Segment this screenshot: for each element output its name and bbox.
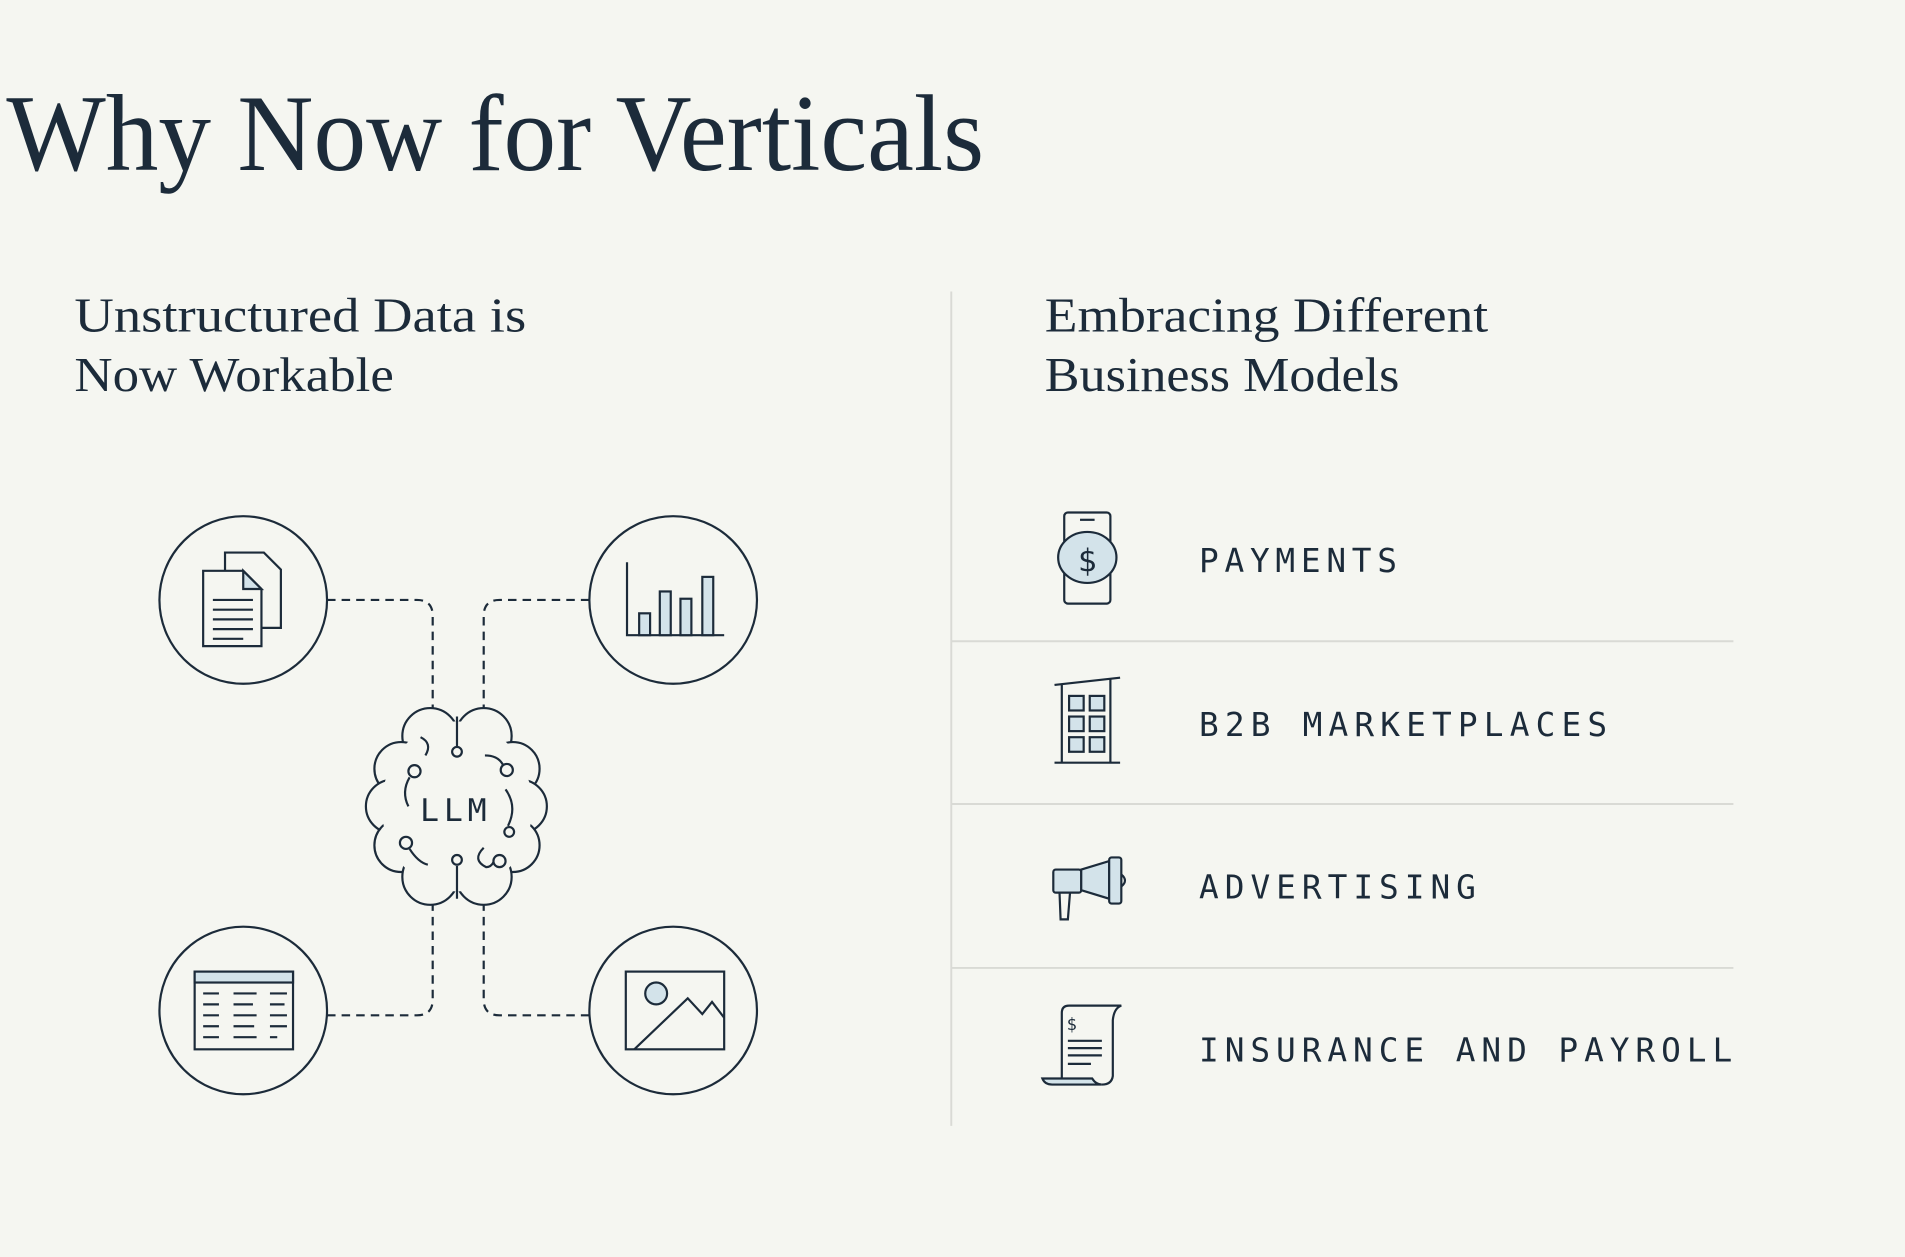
list-item-advertising: ADVERTISING bbox=[1052, 856, 1476, 921]
connectors bbox=[327, 598, 590, 1017]
page-title: Why Now for Verticals bbox=[6, 73, 984, 194]
llm-label: LLM bbox=[420, 793, 492, 829]
node-image bbox=[588, 925, 759, 1096]
business-model-list: $ PAYMENTS B2B MARKETPLACES bbox=[951, 511, 1734, 1086]
svg-text:$: $ bbox=[1078, 543, 1097, 579]
list-item-label: ADVERTISING bbox=[1199, 869, 1476, 907]
left-heading-line2: Now Workable bbox=[74, 348, 393, 402]
megaphone-icon bbox=[1052, 856, 1127, 921]
image-icon bbox=[624, 970, 726, 1051]
list-item-label: INSURANCE AND PAYROLL bbox=[1199, 1031, 1732, 1069]
node-table bbox=[158, 925, 329, 1096]
node-documents bbox=[158, 515, 329, 685]
right-heading-line1: Embracing Different bbox=[1045, 289, 1489, 343]
documents-icon bbox=[202, 551, 282, 648]
svg-text:$: $ bbox=[1067, 1015, 1077, 1035]
list-item-insurance-and-payroll: $ INSURANCE AND PAYROLL bbox=[1040, 1004, 1732, 1086]
llm-brain: LLM bbox=[364, 706, 548, 906]
building-icon bbox=[1054, 676, 1121, 764]
bar-chart-icon bbox=[625, 562, 725, 637]
list-item-payments: $ PAYMENTS bbox=[1057, 511, 1397, 605]
list-item-label: PAYMENTS bbox=[1199, 542, 1397, 580]
left-heading-line1: Unstructured Data is bbox=[74, 289, 526, 343]
list-item-b2b-marketplaces: B2B MARKETPLACES bbox=[1054, 676, 1607, 764]
list-item-label: B2B MARKETPLACES bbox=[1199, 706, 1607, 744]
right-heading-line2: Business Models bbox=[1045, 348, 1400, 402]
table-icon bbox=[193, 970, 295, 1051]
mobile-payment-icon: $ bbox=[1057, 511, 1118, 605]
node-bar-chart bbox=[588, 515, 759, 685]
receipt-icon: $ bbox=[1040, 1004, 1122, 1086]
